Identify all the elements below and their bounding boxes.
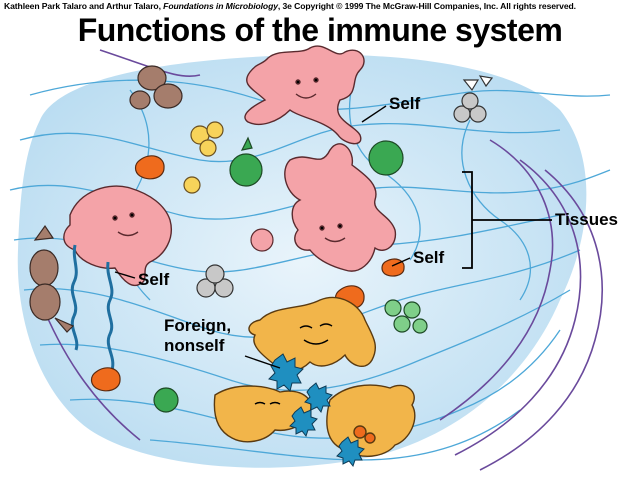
- copyright-credit: Kathleen Park Talaro and Arthur Talaro, …: [4, 1, 576, 11]
- pointer-lines: [114, 105, 411, 369]
- outer-tissue-lines: [39, 49, 603, 471]
- orange-molecule-b: [90, 367, 121, 392]
- tissues-label: Tissues: [555, 210, 619, 229]
- page-title: Functions of the immune system: [77, 12, 563, 48]
- green-molecule-a: [229, 136, 263, 187]
- orange-molecule-a: [134, 155, 165, 180]
- gray-receptor-top: [453, 75, 494, 123]
- blue-coiled-receptors: [70, 244, 115, 371]
- brown-chain-left: [29, 224, 75, 333]
- yellow-molecule: [183, 121, 224, 194]
- self-label-right: Self: [413, 248, 445, 267]
- green-molecule-self: [368, 140, 404, 176]
- tissues-bracket: [462, 171, 552, 269]
- foreign-cell-top: [248, 296, 376, 372]
- pink-cell-right: [284, 143, 397, 272]
- pink-ball: [250, 228, 274, 252]
- green-molecule-b: [153, 387, 179, 413]
- self-label-left: Self: [138, 270, 170, 289]
- brown-molecule-top: [129, 65, 183, 110]
- foreign-antigens: [268, 353, 365, 468]
- green-virus-cluster: [384, 299, 428, 334]
- pink-cell-top: [244, 45, 365, 145]
- orange-molecule-c: [334, 258, 405, 310]
- gray-receptor-middle: [196, 264, 234, 298]
- foreign-label-line2: nonself: [164, 336, 225, 355]
- foreign-label-line1: Foreign,: [164, 316, 232, 335]
- self-label-top: Self: [389, 94, 421, 113]
